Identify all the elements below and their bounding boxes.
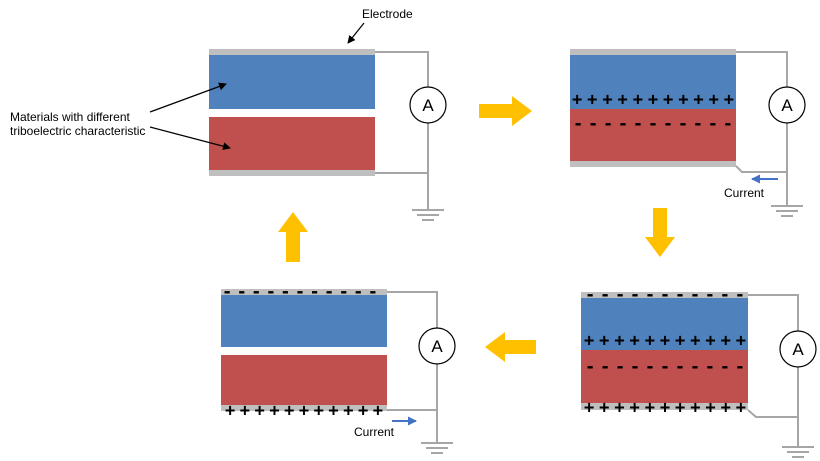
cycle-arrow-left-icon <box>485 332 536 362</box>
top-negative-charges: - - - - - - - - - - - <box>222 282 378 302</box>
bottom-electrode <box>209 170 375 176</box>
bottom-material <box>209 117 375 170</box>
positive-charges: +++++++++++ <box>584 331 746 351</box>
circuit-wire <box>735 51 788 206</box>
top-negative-charges: - - - - - - - - - - - <box>585 285 745 305</box>
bottom-electrode <box>581 403 748 410</box>
ground-icon <box>782 446 814 458</box>
ammeter <box>768 86 806 124</box>
circuit-wire <box>387 291 438 443</box>
negative-charges: - - - - - - - - - - - <box>585 357 745 377</box>
panel-3-separating: - - - - - - - - - - - +++++++++++ - - - … <box>581 285 817 458</box>
electrode-pointer <box>347 22 365 44</box>
bottom-material <box>221 355 387 405</box>
ammeter-label: A <box>781 96 793 115</box>
panel-4-separated-charged: - - - - - - - - - - - +++++++++++ A Curr… <box>221 282 456 454</box>
negative-charges: - - - - - - - - - - - <box>573 114 733 134</box>
top-material <box>581 298 748 350</box>
bottom-material <box>581 350 748 403</box>
materials-label-line1: Materials with different <box>10 110 130 124</box>
bottom-electrode <box>221 405 387 411</box>
positive-charges: +++++++++++ <box>572 90 734 110</box>
cycle-arrow-down-icon <box>645 208 675 257</box>
bottom-positive-charges: +++++++++++ <box>225 401 383 421</box>
cycle-arrow-right-icon <box>479 96 532 126</box>
bottom-material <box>570 109 736 161</box>
ammeter <box>409 86 447 124</box>
circuit-wire <box>375 51 429 210</box>
materials-label-line2: triboelectric characteristic <box>10 124 145 138</box>
bottom-electrode <box>570 161 736 167</box>
ground-icon <box>412 209 444 221</box>
top-electrode <box>570 49 736 55</box>
cycle-arrow-up-icon <box>278 212 308 262</box>
panel-1-separated: A Electrode Materials with different tri… <box>10 7 447 221</box>
top-electrode <box>581 292 748 298</box>
ammeter-label: A <box>431 337 443 356</box>
current-label: Current <box>724 186 765 200</box>
ammeter <box>779 330 817 368</box>
current-label: Current <box>354 425 395 439</box>
top-material <box>221 295 387 347</box>
materials-pointer-bottom <box>149 126 231 151</box>
bottom-positive-charges: +++++++++++ <box>584 398 746 418</box>
top-electrode <box>221 289 387 295</box>
ammeter-label: A <box>792 340 804 359</box>
materials-pointer-top <box>149 82 227 113</box>
ground-icon <box>771 205 803 217</box>
panel-2-contact: +++++++++++ - - - - - - - - - - - A Curr… <box>570 49 806 217</box>
ammeter <box>418 327 456 365</box>
top-material <box>209 55 375 109</box>
top-electrode <box>209 49 375 55</box>
electrode-label: Electrode <box>362 7 413 21</box>
ground-icon <box>421 442 453 454</box>
top-material <box>570 55 736 109</box>
circuit-wire <box>747 294 799 447</box>
ammeter-label: A <box>422 96 434 115</box>
